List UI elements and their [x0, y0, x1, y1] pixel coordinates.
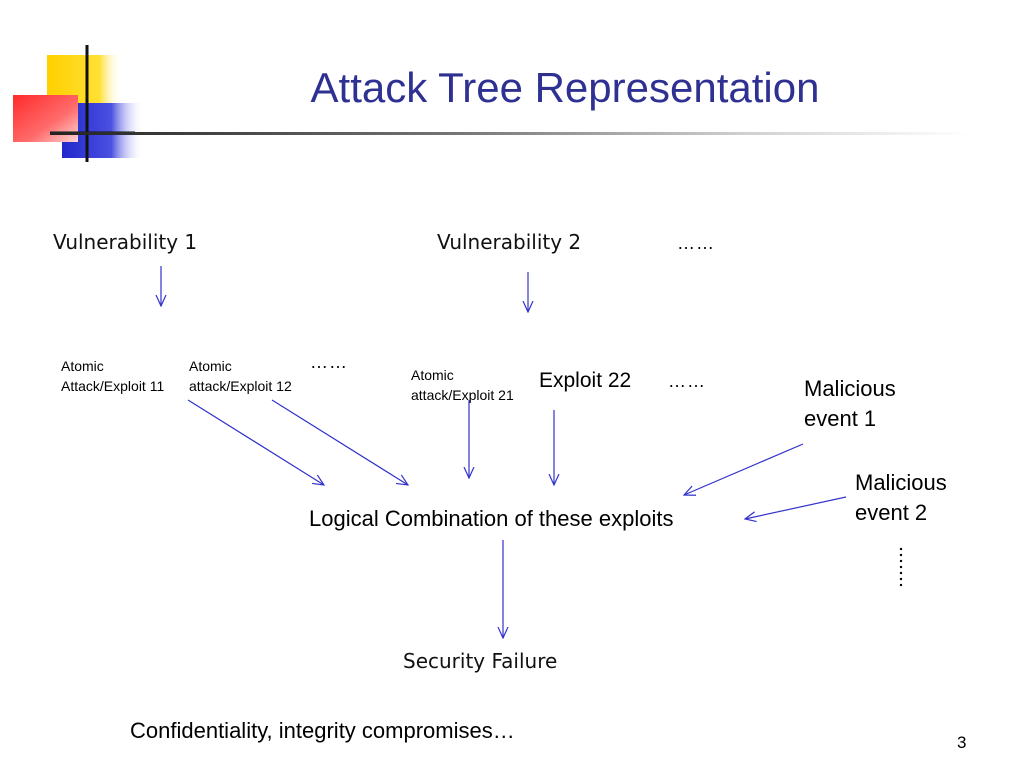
consequences-text: Confidentiality, integrity compromises…	[130, 718, 515, 743]
exploit-ellipsis-1: ……	[310, 352, 348, 372]
security-failure-label: Security Failure	[403, 649, 558, 673]
malicious-event-1-label: Malicious event 1	[804, 374, 896, 434]
arrow-atomic11-to-combination	[187, 399, 324, 485]
vulnerability-2-label: Vulnerability 2	[437, 230, 582, 254]
malicious-event-1-line1: Malicious	[804, 376, 896, 401]
slide-title: Attack Tree Representation	[310, 64, 820, 111]
malicious-event-2-label: Malicious event 2	[855, 468, 947, 528]
arrow-atomic12-to-combination	[271, 399, 408, 485]
arrow-malicious1-to-combination	[684, 443, 804, 495]
malicious-event-2-line2: event 2	[855, 500, 928, 525]
malicious-event-1-line2: event 1	[804, 406, 877, 431]
page-number: 3	[957, 733, 967, 752]
vulnerability-1-label: Vulnerability 1	[53, 230, 198, 254]
malicious-event-2-line1: Malicious	[855, 470, 947, 495]
atomic-exploit-21-line1: Atomic	[411, 367, 454, 383]
atomic-exploit-12-label: Atomic attack/Exploit 12	[189, 356, 292, 396]
atomic-exploit-12-line2: attack/Exploit 12	[189, 378, 292, 394]
exploit-22-label: Exploit 22	[539, 369, 632, 392]
atomic-exploit-21-label: Atomic attack/Exploit 21	[411, 365, 514, 405]
vulnerability-ellipsis: ……	[677, 233, 715, 253]
atomic-exploit-11-label: Atomic Attack/Exploit 11	[61, 356, 164, 396]
logical-combination-label: Logical Combination of these exploits	[309, 506, 674, 531]
atomic-exploit-12-line1: Atomic	[189, 358, 232, 374]
malicious-events-vertical-ellipsis	[898, 546, 904, 588]
atomic-exploit-11-line2: Attack/Exploit 11	[61, 378, 165, 394]
exploit-ellipsis-2: ……	[668, 371, 706, 391]
atomic-exploit-11-line1: Atomic	[61, 358, 104, 374]
atomic-exploit-21-line2: attack/Exploit 21	[411, 387, 514, 403]
title-divider	[50, 132, 970, 135]
arrow-malicious2-to-combination	[745, 496, 847, 519]
